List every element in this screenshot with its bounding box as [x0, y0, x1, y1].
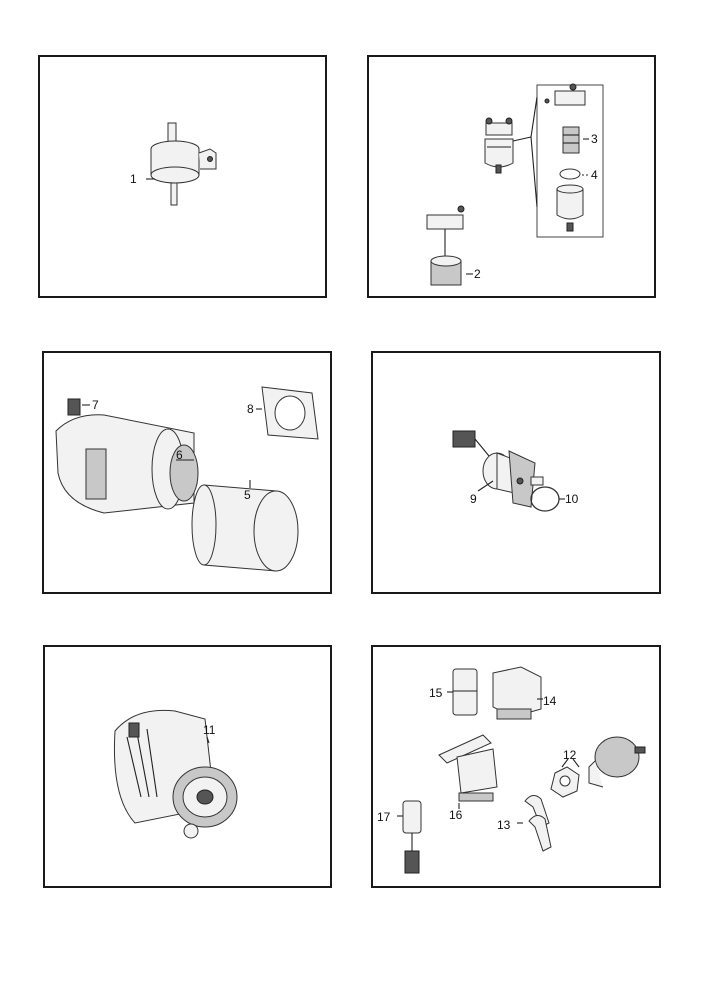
panel-fuel-filter: 2 3 4 — [367, 55, 656, 298]
solenoid-drawing — [452, 430, 565, 512]
panel-electrical: 12 13 14 15 16 17 — [371, 645, 661, 888]
electrical-drawing — [397, 666, 646, 874]
panel-air-cleaner: 5 6 7 8 — [42, 351, 332, 594]
panel-solenoid: 9 10 — [371, 351, 661, 594]
fuel-filter-drawing — [426, 83, 604, 286]
alternator-drawing — [113, 709, 238, 839]
air-cleaner-drawing — [55, 386, 319, 572]
panel-fuel-pump: 1 — [38, 55, 327, 298]
fuel-pump-drawing — [146, 122, 217, 206]
panel-alternator: 11 — [43, 645, 332, 888]
